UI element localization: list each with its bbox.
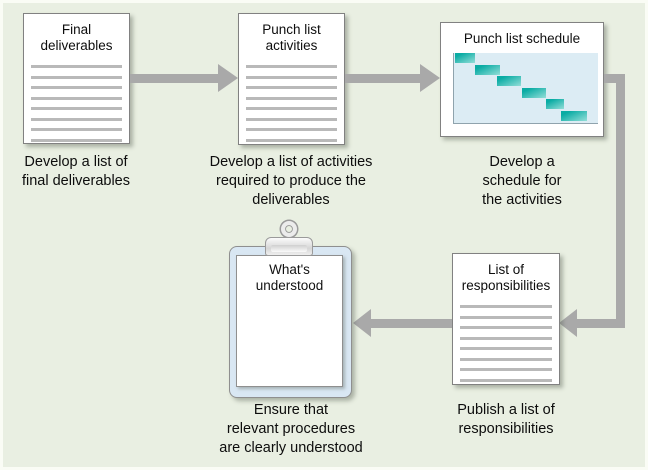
text-line	[460, 336, 552, 340]
text-line	[460, 378, 552, 382]
text-line	[246, 117, 337, 121]
text-line	[31, 86, 122, 89]
gantt-bar	[561, 111, 587, 121]
document-title: List of responsibilities	[461, 262, 551, 293]
arrow-3-shaft-bottom	[577, 319, 625, 328]
arrow-1-head-icon	[218, 64, 238, 92]
final-deliverables-document-icon: Final deliverables	[23, 13, 130, 144]
gantt-bar	[475, 65, 500, 75]
panel-title: Punch list schedule	[463, 31, 581, 46]
arrow-1-shaft	[130, 74, 219, 83]
text-line	[460, 368, 552, 371]
text-line	[246, 96, 337, 100]
clipboard-clip-ring-icon	[281, 221, 297, 237]
text-line	[460, 305, 552, 308]
caption-punch-list-schedule: Develop a schedule for the activities	[482, 154, 562, 208]
text-line	[31, 65, 122, 68]
punch-list-activities-document-icon: Punch list activities	[238, 13, 345, 145]
text-line	[460, 357, 552, 361]
text-line	[31, 96, 122, 100]
document-text-lines	[239, 65, 344, 142]
caption-whats-understood: Ensure that relevant procedures are clea…	[219, 402, 363, 456]
gantt-bar	[455, 53, 475, 63]
text-line	[460, 315, 552, 319]
arrow-4-head-icon	[353, 309, 371, 337]
arrow-2-shaft	[345, 74, 421, 83]
text-line	[246, 86, 337, 89]
arrow-3-head-icon	[559, 309, 577, 337]
document-title: Final deliverables	[40, 22, 113, 53]
document-title: Punch list activities	[262, 22, 321, 53]
text-line	[31, 75, 122, 79]
gantt-chart-icon	[453, 53, 598, 124]
list-of-responsibilities-document-icon: List of responsibilities	[452, 253, 560, 385]
gantt-bar	[546, 99, 564, 109]
arrow-3-shaft-top	[604, 74, 625, 83]
clipboard-paper	[236, 255, 343, 387]
text-line	[460, 347, 552, 350]
caption-final-deliverables: Develop a list of final deliverables	[21, 154, 130, 189]
arrow-4-shaft	[371, 319, 452, 328]
punch-list-schedule-panel: Punch list schedule	[440, 22, 604, 137]
text-line	[246, 107, 337, 110]
caption-punch-list-activities: Develop a list of activities required to…	[209, 154, 373, 208]
text-line	[31, 128, 122, 131]
text-line	[31, 107, 122, 110]
arrow-3-shaft-vertical	[616, 74, 625, 328]
clipboard-clip-highlight	[271, 245, 307, 252]
text-line	[246, 65, 337, 68]
text-line	[31, 117, 122, 121]
gantt-bar	[522, 88, 546, 98]
text-line	[460, 326, 552, 329]
clipboard-title: What's understood	[255, 262, 324, 293]
text-line	[246, 138, 337, 142]
text-line	[246, 128, 337, 131]
text-line	[246, 75, 337, 79]
document-text-lines	[453, 305, 559, 382]
gantt-bar	[497, 76, 521, 86]
caption-list-of-responsibilities: Publish a list of responsibilities	[457, 402, 555, 437]
arrow-2-head-icon	[420, 64, 440, 92]
text-line	[31, 138, 122, 142]
document-text-lines	[24, 65, 129, 142]
